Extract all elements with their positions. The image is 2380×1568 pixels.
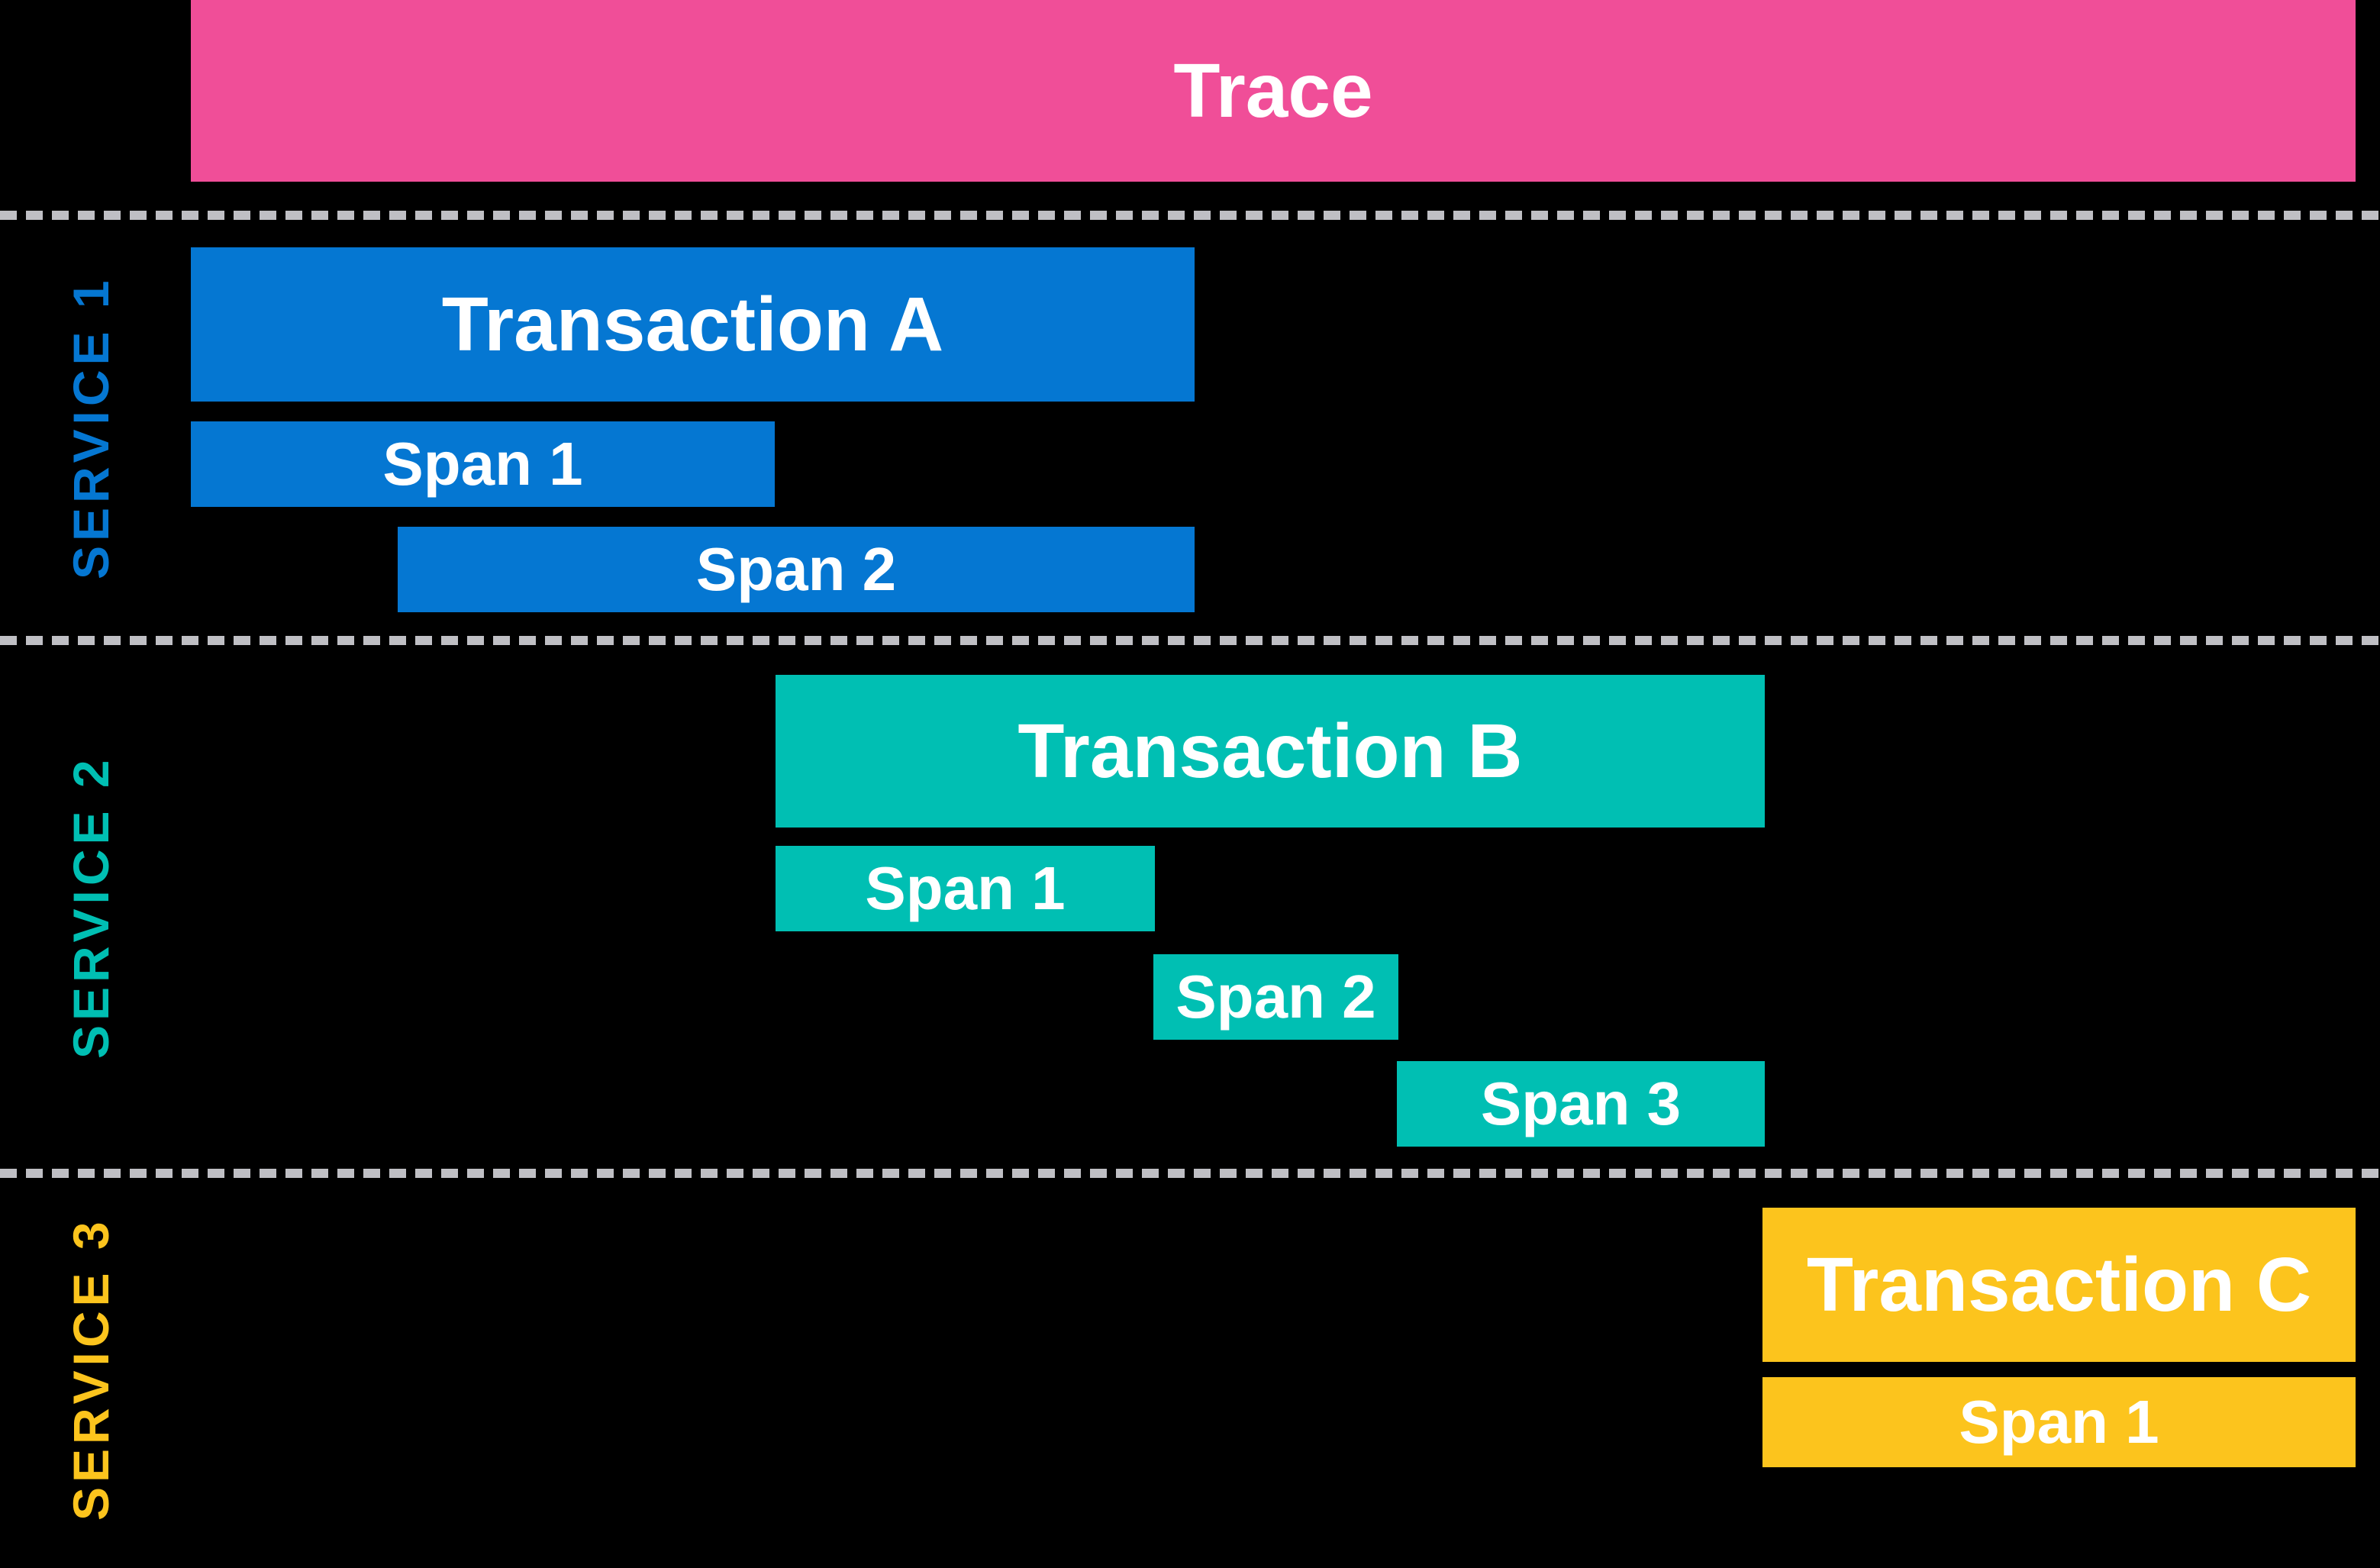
service-3-span-1-label: Span 1 [1959, 1388, 2159, 1456]
service-2-span-1-bar: Span 1 [776, 846, 1155, 931]
service-1-transaction-a-bar: Transaction A [191, 247, 1195, 402]
service-2-label: SERVICE 2 [63, 755, 119, 1059]
service-2-span-2-label: Span 2 [1175, 963, 1376, 1031]
service-3-transaction-c-bar: Transaction C [1762, 1208, 2356, 1362]
transaction-b-label: Transaction B [1017, 708, 1523, 794]
service-1-span-1-label: Span 1 [382, 430, 583, 498]
service-1-span-2-bar: Span 2 [398, 527, 1195, 612]
service-1-span-1-bar: Span 1 [191, 421, 775, 507]
transaction-c-label: Transaction C [1806, 1241, 2312, 1328]
service-2-span-3-bar: Span 3 [1397, 1061, 1765, 1147]
transaction-a-label: Transaction A [441, 281, 944, 367]
service-divider-3 [0, 1169, 2380, 1178]
service-3-label: SERVICE 3 [63, 1217, 119, 1521]
service-divider-1 [0, 211, 2380, 220]
service-3-span-1-bar: Span 1 [1762, 1377, 2356, 1467]
trace-bar: Trace [191, 0, 2356, 182]
service-2-span-3-label: Span 3 [1480, 1070, 1682, 1137]
trace-label: Trace [1173, 47, 1373, 134]
service-2-transaction-b-bar: Transaction B [776, 675, 1765, 828]
service-1-label: SERVICE 1 [63, 276, 119, 580]
service-1-span-2-label: Span 2 [695, 535, 897, 603]
service-divider-2 [0, 636, 2380, 645]
service-2-span-2-bar: Span 2 [1153, 954, 1398, 1040]
service-2-span-1-label: Span 1 [865, 854, 1066, 922]
